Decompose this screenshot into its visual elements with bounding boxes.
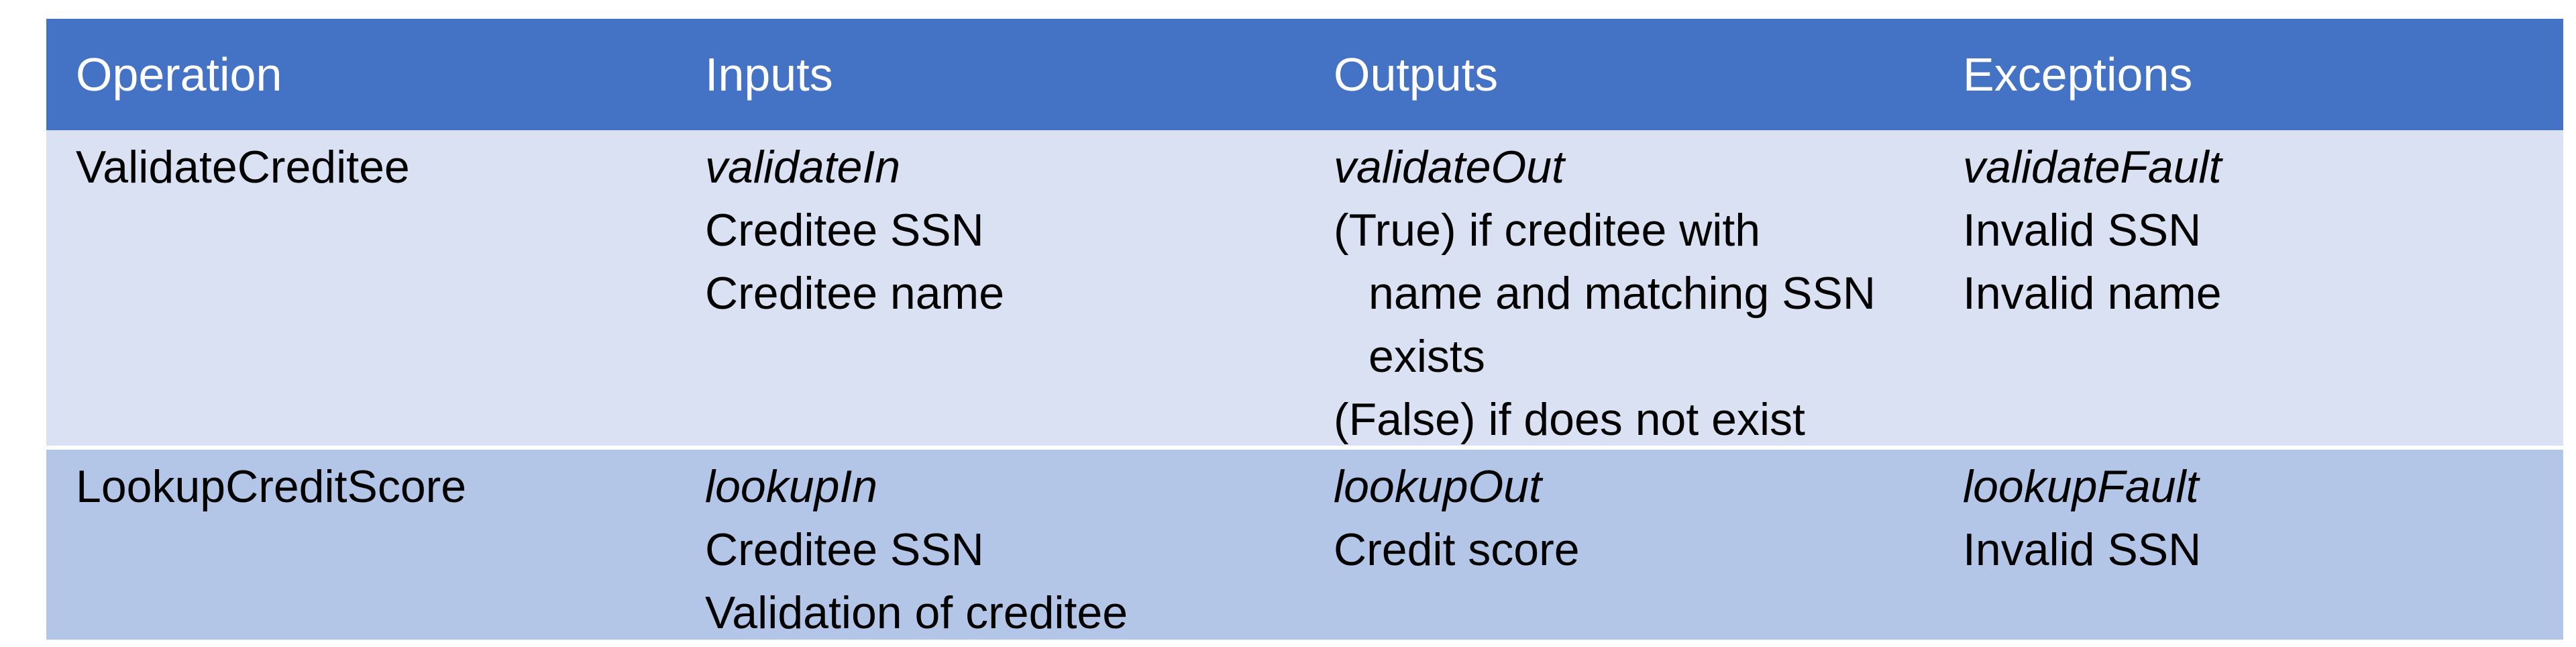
operations-table: Operation Inputs Outputs Exceptions Vali… xyxy=(46,19,2563,640)
exception-item: Invalid name xyxy=(1963,268,2222,319)
output-item-continued: name and matching SSN xyxy=(1368,268,1876,319)
input-message: validateIn xyxy=(705,142,901,193)
output-item: (False) if does not exist xyxy=(1334,394,1805,445)
header-outputs: Outputs xyxy=(1334,48,1499,101)
inputs-cell: validateIn Creditee SSN Creditee name xyxy=(676,130,1304,446)
table-header-row: Operation Inputs Outputs Exceptions xyxy=(46,19,2563,130)
input-item: Validation of creditee xyxy=(705,587,1128,638)
exception-item: Invalid SSN xyxy=(1963,524,2202,575)
exception-item: Invalid SSN xyxy=(1963,205,2202,256)
table-row: ValidateCreditee validateIn Creditee SSN… xyxy=(46,130,2563,450)
header-exceptions: Exceptions xyxy=(1963,48,2193,101)
output-item-continued: exists xyxy=(1368,331,1485,382)
output-message: validateOut xyxy=(1334,142,1564,193)
input-message: lookupIn xyxy=(705,461,878,512)
input-item: Creditee SSN xyxy=(705,205,984,256)
operation-name: LookupCreditScore xyxy=(76,461,467,512)
header-operation: Operation xyxy=(76,48,282,101)
exceptions-cell: validateFault Invalid SSN Invalid name xyxy=(1933,130,2563,446)
exception-message: lookupFault xyxy=(1963,461,2199,512)
output-item: Credit score xyxy=(1334,524,1580,575)
outputs-cell: validateOut (True) if creditee with name… xyxy=(1304,130,1933,446)
input-item: Creditee name xyxy=(705,268,1005,319)
table-row: LookupCreditScore lookupIn Creditee SSN … xyxy=(46,450,2563,640)
input-item: Creditee SSN xyxy=(705,524,984,575)
exception-message: validateFault xyxy=(1963,142,2222,193)
outputs-cell: lookupOut Credit score xyxy=(1304,450,1933,640)
inputs-cell: lookupIn Creditee SSN Validation of cred… xyxy=(676,450,1304,640)
output-item: (True) if creditee with xyxy=(1334,205,1761,256)
operation-cell: LookupCreditScore xyxy=(46,450,676,640)
header-inputs: Inputs xyxy=(705,48,833,101)
operation-cell: ValidateCreditee xyxy=(46,130,676,446)
output-message: lookupOut xyxy=(1334,461,1542,512)
exceptions-cell: lookupFault Invalid SSN xyxy=(1933,450,2563,640)
operation-name: ValidateCreditee xyxy=(76,142,410,193)
